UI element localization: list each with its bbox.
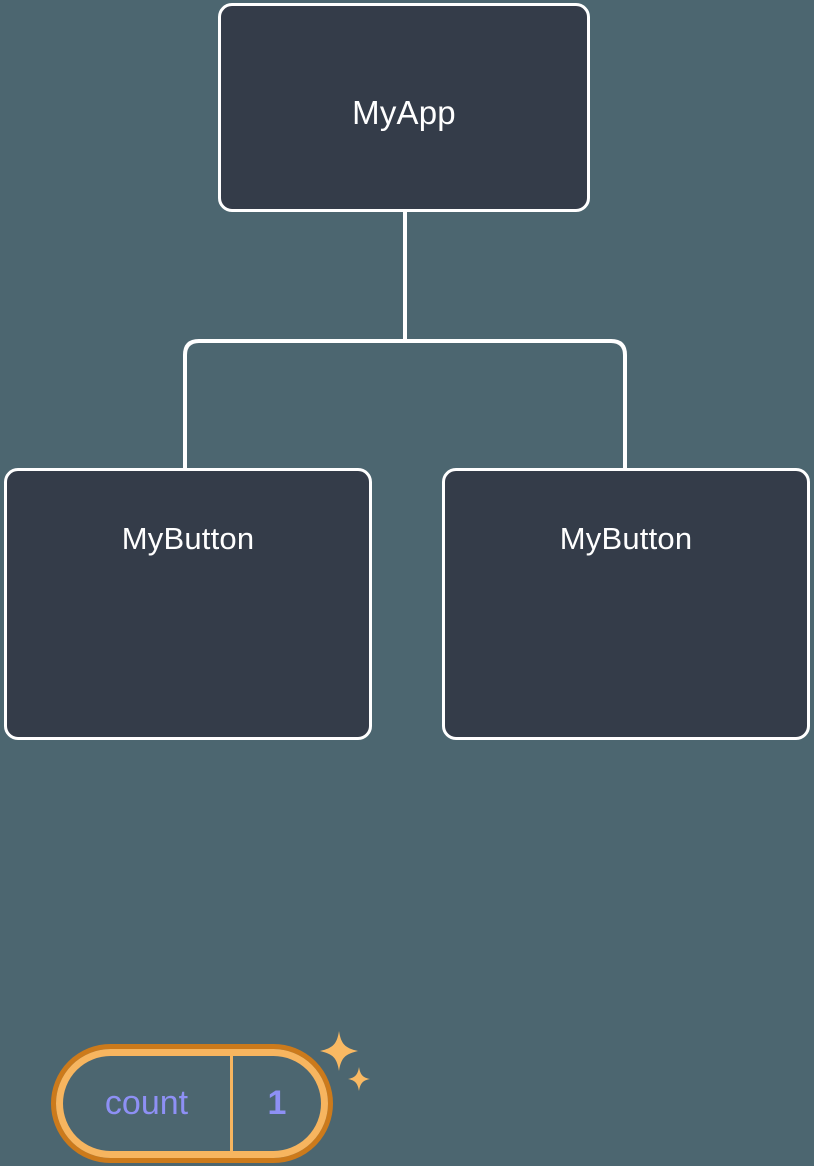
node-label-mybutton-2: MyButton	[559, 521, 693, 556]
edge-to-child-2	[405, 339, 627, 470]
edge-to-child-1	[183, 339, 405, 470]
tree-node-myapp[interactable]: MyApp	[218, 3, 590, 212]
sparkle-icon-small	[348, 1067, 370, 1091]
sparkle-icon-large	[320, 1031, 358, 1071]
badge-content: count 1	[63, 1056, 321, 1151]
diagram-canvas: MyApp MyButton count 1 MyButton count 0	[4, 3, 810, 1163]
state-badge-count-highlighted[interactable]: count 1	[51, 1044, 333, 1163]
node-label-mybutton-1: MyButton	[121, 521, 255, 556]
tree-node-mybutton-1[interactable]: MyButton count 1	[4, 468, 372, 1163]
badge-value-count: 1	[267, 1084, 287, 1122]
node-label-myapp: MyApp	[352, 94, 456, 131]
tree-node-mybutton-2[interactable]: MyButton count 0	[442, 468, 810, 740]
tree-connectors	[183, 212, 627, 470]
badge-key-count: count	[63, 1056, 233, 1151]
